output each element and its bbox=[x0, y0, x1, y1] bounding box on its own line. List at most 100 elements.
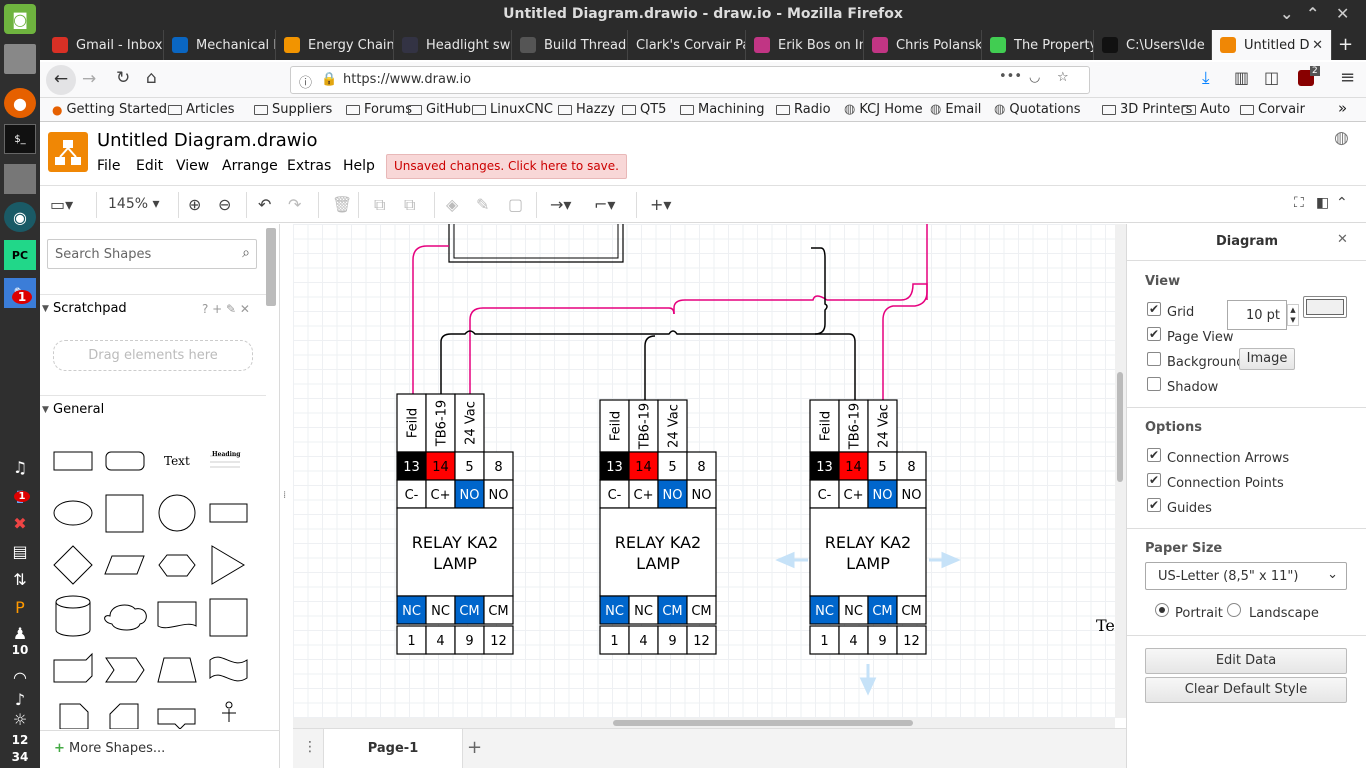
component-box[interactable] bbox=[448, 224, 624, 263]
close-format-icon[interactable]: ✕ bbox=[1337, 232, 1348, 247]
wire-tb6-black-2[interactable] bbox=[644, 335, 656, 400]
drive-tray-icon[interactable]: ▤ bbox=[12, 541, 28, 561]
library-icon[interactable]: ▥ bbox=[1234, 68, 1250, 87]
terminal-number-cell[interactable] bbox=[686, 625, 717, 655]
contact-type-cell[interactable] bbox=[838, 479, 869, 509]
wire-tb6-black[interactable] bbox=[440, 330, 856, 400]
note-shape[interactable] bbox=[59, 703, 89, 729]
info-icon[interactable]: ⓘ bbox=[299, 76, 313, 91]
gitkraken-icon[interactable]: ◉ bbox=[4, 202, 36, 232]
browser-tab[interactable]: Headlight sw bbox=[394, 30, 512, 60]
horizontal-scrollbar[interactable] bbox=[293, 718, 1115, 728]
cube-shape[interactable] bbox=[53, 652, 93, 683]
browser-tab[interactable]: The Property bbox=[982, 30, 1094, 60]
terminal-number-cell[interactable] bbox=[838, 451, 869, 481]
background-checkbox[interactable] bbox=[1147, 352, 1161, 366]
terminal-label-cell[interactable] bbox=[396, 393, 427, 453]
terminal-number-cell[interactable] bbox=[425, 451, 456, 481]
bookmark-item[interactable]: Suppliers bbox=[254, 102, 332, 117]
menu-extras[interactable]: Extras bbox=[287, 158, 332, 174]
partial-text-label[interactable]: Te bbox=[1096, 616, 1115, 635]
terminal-number-cell[interactable] bbox=[809, 625, 840, 655]
browser-tab[interactable]: Erik Bos on In bbox=[746, 30, 864, 60]
terminal-number-cell[interactable] bbox=[599, 625, 630, 655]
contact-type-cell[interactable] bbox=[686, 595, 717, 625]
bookmark-item[interactable]: ●Getting Started bbox=[52, 102, 167, 117]
collapse-icon[interactable]: ⌃ bbox=[1336, 195, 1348, 211]
bookmark-item[interactable]: GitHub bbox=[408, 102, 471, 117]
cloud-shape[interactable] bbox=[104, 604, 147, 631]
splitter-handle-icon[interactable]: ⁞ bbox=[283, 490, 287, 501]
contact-type-cell[interactable] bbox=[628, 479, 659, 509]
tape-shape[interactable] bbox=[209, 656, 248, 682]
firefox-icon[interactable]: ● bbox=[4, 88, 36, 118]
maximize-icon[interactable]: ⌃ bbox=[1306, 4, 1320, 23]
browser-tab[interactable]: Clark's Corvair Pa bbox=[628, 30, 746, 60]
terminal-number-cell[interactable] bbox=[896, 625, 927, 655]
ellipse-shape[interactable] bbox=[53, 500, 93, 526]
contact-type-cell[interactable] bbox=[396, 479, 427, 509]
bookmark-item[interactable]: ◍Quotations bbox=[994, 102, 1081, 117]
hover-arrow-down[interactable] bbox=[859, 664, 877, 696]
close-window-icon[interactable]: ✕ bbox=[1336, 4, 1350, 23]
diagram-filename[interactable]: Untitled Diagram.drawio bbox=[97, 130, 318, 151]
contact-type-cell[interactable] bbox=[454, 479, 485, 509]
relay-body[interactable] bbox=[396, 507, 514, 597]
page-tab[interactable]: Page-1 bbox=[323, 729, 463, 768]
terminal-number-cell[interactable] bbox=[396, 451, 427, 481]
zoom-out-icon[interactable]: ⊖ bbox=[218, 195, 232, 214]
bookmark-item[interactable]: ◍KCJ Home bbox=[844, 102, 923, 117]
to-back-icon[interactable]: ⧉ bbox=[404, 195, 416, 214]
terminal-number-cell[interactable] bbox=[838, 625, 869, 655]
circle-shape[interactable] bbox=[158, 494, 196, 532]
contact-type-cell[interactable] bbox=[454, 595, 485, 625]
square-shape[interactable] bbox=[105, 494, 144, 533]
terminal-number-cell[interactable] bbox=[599, 451, 630, 481]
bookmark-item[interactable]: Corvair bbox=[1240, 102, 1305, 117]
format-panel-toggle-icon[interactable]: ▭▾ bbox=[50, 195, 74, 214]
wire-24vac-pink-2[interactable] bbox=[673, 283, 928, 314]
browser-tab[interactable]: Untitled D✕ bbox=[1212, 30, 1332, 60]
bell-tray-icon[interactable]: ♟ bbox=[12, 623, 28, 643]
terminal-number-cell[interactable] bbox=[686, 451, 717, 481]
back-icon[interactable]: ← bbox=[46, 65, 76, 95]
horizontal-scroll-thumb[interactable] bbox=[613, 720, 913, 726]
fill-color-icon[interactable]: ◈ bbox=[446, 195, 459, 214]
network-tray-icon[interactable]: ⇅ bbox=[13, 569, 27, 589]
hover-arrow-right[interactable] bbox=[929, 551, 961, 569]
scratchpad-actions[interactable]: ? + ✎ ✕ bbox=[202, 302, 250, 316]
insert-icon[interactable]: +▾ bbox=[650, 195, 672, 214]
url-text[interactable]: https://www.draw.io bbox=[343, 72, 472, 87]
landscape-radio[interactable] bbox=[1227, 603, 1241, 617]
bookmark-star-icon[interactable]: ☆ bbox=[1057, 70, 1069, 85]
actor-shape[interactable] bbox=[222, 709, 236, 722]
browser-tab[interactable]: Energy Chain bbox=[276, 30, 394, 60]
terminal-label-cell[interactable] bbox=[454, 393, 485, 453]
page-view-checkbox[interactable]: ✔ bbox=[1147, 327, 1161, 341]
browser-tab[interactable]: Build Thread bbox=[512, 30, 628, 60]
vertical-scroll-thumb[interactable] bbox=[1117, 372, 1123, 482]
contact-type-cell[interactable] bbox=[838, 595, 869, 625]
bookmark-item[interactable]: LinuxCNC bbox=[472, 102, 553, 117]
bookmark-item[interactable]: ◍Email bbox=[930, 102, 981, 117]
card-shape[interactable] bbox=[109, 703, 139, 729]
grid-color-button[interactable] bbox=[1303, 296, 1347, 318]
text-shape[interactable]: Text bbox=[164, 454, 190, 468]
contact-type-cell[interactable] bbox=[425, 595, 456, 625]
rounded-rectangle-shape[interactable] bbox=[105, 451, 145, 471]
menu-help[interactable]: Help bbox=[343, 158, 375, 174]
bookmark-item[interactable]: QT5 bbox=[622, 102, 666, 117]
relay-body[interactable] bbox=[809, 507, 927, 597]
terminal-label-cell[interactable] bbox=[599, 399, 630, 453]
pocket-icon[interactable]: ◡ bbox=[1029, 70, 1041, 85]
search-icon[interactable]: ⌕ bbox=[242, 245, 250, 261]
vertical-scrollbar[interactable] bbox=[1115, 224, 1126, 718]
waypoint-style-icon[interactable]: ⌐▾ bbox=[594, 195, 616, 214]
contact-type-cell[interactable] bbox=[896, 595, 927, 625]
wifi-icon[interactable]: ◠ bbox=[13, 667, 27, 687]
scratchpad-header[interactable]: ▼ Scratchpad ? + ✎ ✕ bbox=[40, 294, 266, 322]
more-bookmarks-icon[interactable]: » bbox=[1338, 99, 1348, 117]
bookmark-item[interactable]: Hazzy bbox=[558, 102, 615, 117]
edit-data-button[interactable]: Edit Data bbox=[1145, 648, 1347, 674]
trapezoid-shape[interactable] bbox=[157, 657, 197, 683]
